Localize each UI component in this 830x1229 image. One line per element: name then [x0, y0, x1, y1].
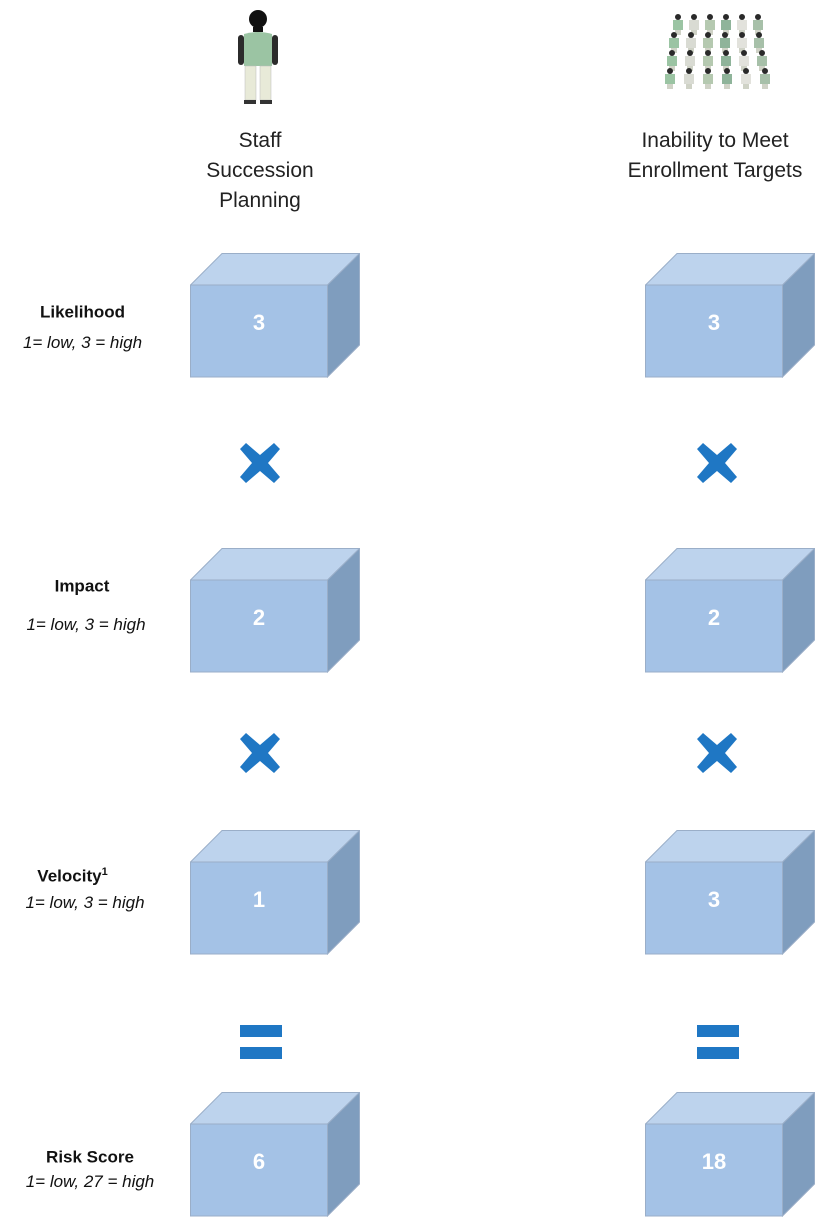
person-icon — [228, 8, 288, 108]
column-title-staff-succession: Staff Succession Planning — [206, 129, 314, 212]
row-label-impact: Impact 1= low, 3 = high — [0, 576, 172, 635]
box-value: 3 — [252, 310, 266, 335]
row-label-likelihood: Likelihood 1= low, 3 = high — [0, 302, 165, 353]
row-label-risk-score: Risk Score 1= low, 27 = high — [0, 1147, 180, 1192]
box-value: 1 — [252, 887, 266, 912]
box-impact-staff: 2 — [190, 548, 360, 673]
box-risk-score-staff: 6 — [190, 1092, 360, 1217]
row-name: Impact — [54, 576, 110, 596]
row-scale: 1= low, 27 = high — [25, 1171, 155, 1191]
box-value: 2 — [707, 605, 721, 630]
box-value: 3 — [707, 887, 721, 912]
row-name: Likelihood — [40, 302, 125, 322]
row-name: Velocity1 — [37, 866, 108, 886]
multiply-icon — [240, 443, 280, 483]
box-velocity-staff: 1 — [190, 830, 360, 955]
box-value: 18 — [701, 1149, 727, 1174]
equals-icon — [240, 1024, 282, 1060]
multiply-icon — [697, 733, 737, 773]
multiply-icon — [697, 443, 737, 483]
row-label-velocity: Velocity1 1= low, 3 = high — [0, 866, 170, 913]
box-likelihood-staff: 3 — [190, 253, 360, 378]
box-velocity-enrollment: 3 — [645, 830, 815, 955]
box-value: 6 — [252, 1149, 266, 1174]
equals-icon — [697, 1024, 739, 1060]
row-name: Risk Score — [46, 1147, 134, 1167]
row-scale: 1= low, 3 = high — [25, 892, 145, 912]
row-scale: 1= low, 3 = high — [26, 614, 146, 634]
multiply-icon — [240, 733, 280, 773]
row-scale: 1= low, 3 = high — [22, 332, 143, 352]
box-impact-enrollment: 2 — [645, 548, 815, 673]
box-value: 2 — [252, 605, 266, 630]
box-value: 3 — [707, 310, 721, 335]
box-likelihood-enrollment: 3 — [645, 253, 815, 378]
column-title-enrollment-targets: Inability to Meet Enrollment Targets — [627, 129, 803, 182]
box-risk-score-enrollment: 18 — [645, 1092, 815, 1217]
crowd-icon — [665, 10, 770, 90]
